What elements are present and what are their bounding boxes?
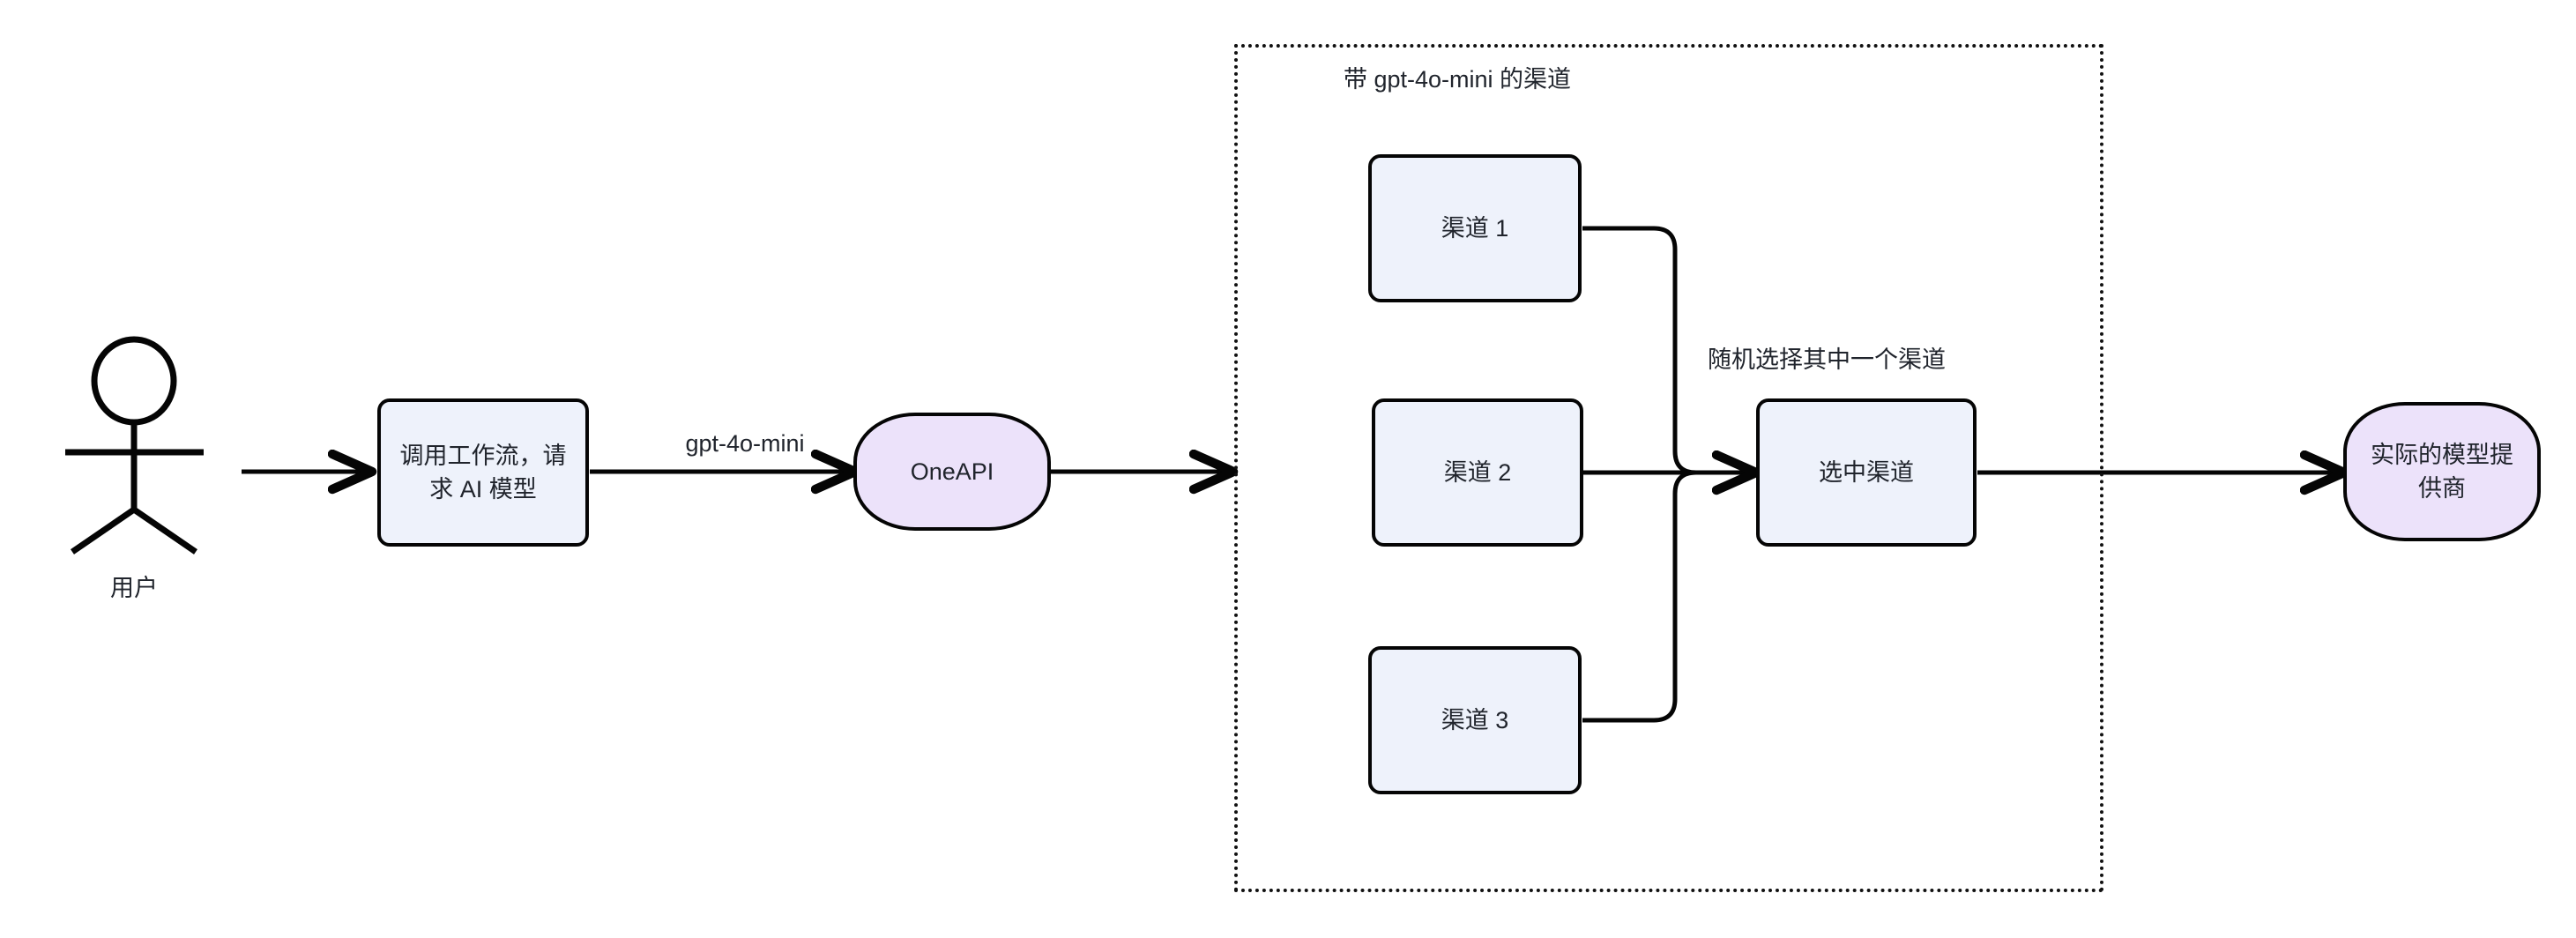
node-workflow[interactable]: 调用工作流，请求 AI 模型 [377,398,589,547]
node-oneapi[interactable]: OneAPI [853,413,1051,531]
node-provider-label: 实际的模型提供商 [2371,441,2513,502]
actor-head [91,336,177,426]
node-provider[interactable]: 实际的模型提供商 [2343,402,2541,541]
node-workflow-label: 调用工作流，请求 AI 模型 [399,442,567,502]
node-selected-channel-label: 选中渠道 [1819,458,1914,486]
edge-channel1-to-merge [1582,226,1697,475]
channel-group-container [1234,44,2103,892]
actor-leg-left [71,507,136,555]
node-selected-channel[interactable]: 选中渠道 [1756,398,1977,547]
edge-label-random-selection: 随机选择其中一个渠道 [1708,346,1946,373]
node-channel-1[interactable]: 渠道 1 [1368,154,1582,302]
channel-group-label: 带 gpt-4o-mini 的渠道 [1344,66,1572,93]
node-channel-2[interactable]: 渠道 2 [1372,398,1583,547]
node-channel-2-label: 渠道 2 [1443,458,1512,486]
node-channel-3[interactable]: 渠道 3 [1368,646,1582,794]
node-channel-3-label: 渠道 3 [1441,706,1509,733]
node-oneapi-label: OneAPI [910,458,994,485]
actor-leg-right [132,507,197,555]
node-channel-1-label: 渠道 1 [1441,214,1509,242]
edge-label-gpt-4o-mini: gpt-4o-mini [685,430,805,457]
actor-label: 用户 [110,575,158,601]
edge-channel3-to-merge [1582,470,1697,723]
